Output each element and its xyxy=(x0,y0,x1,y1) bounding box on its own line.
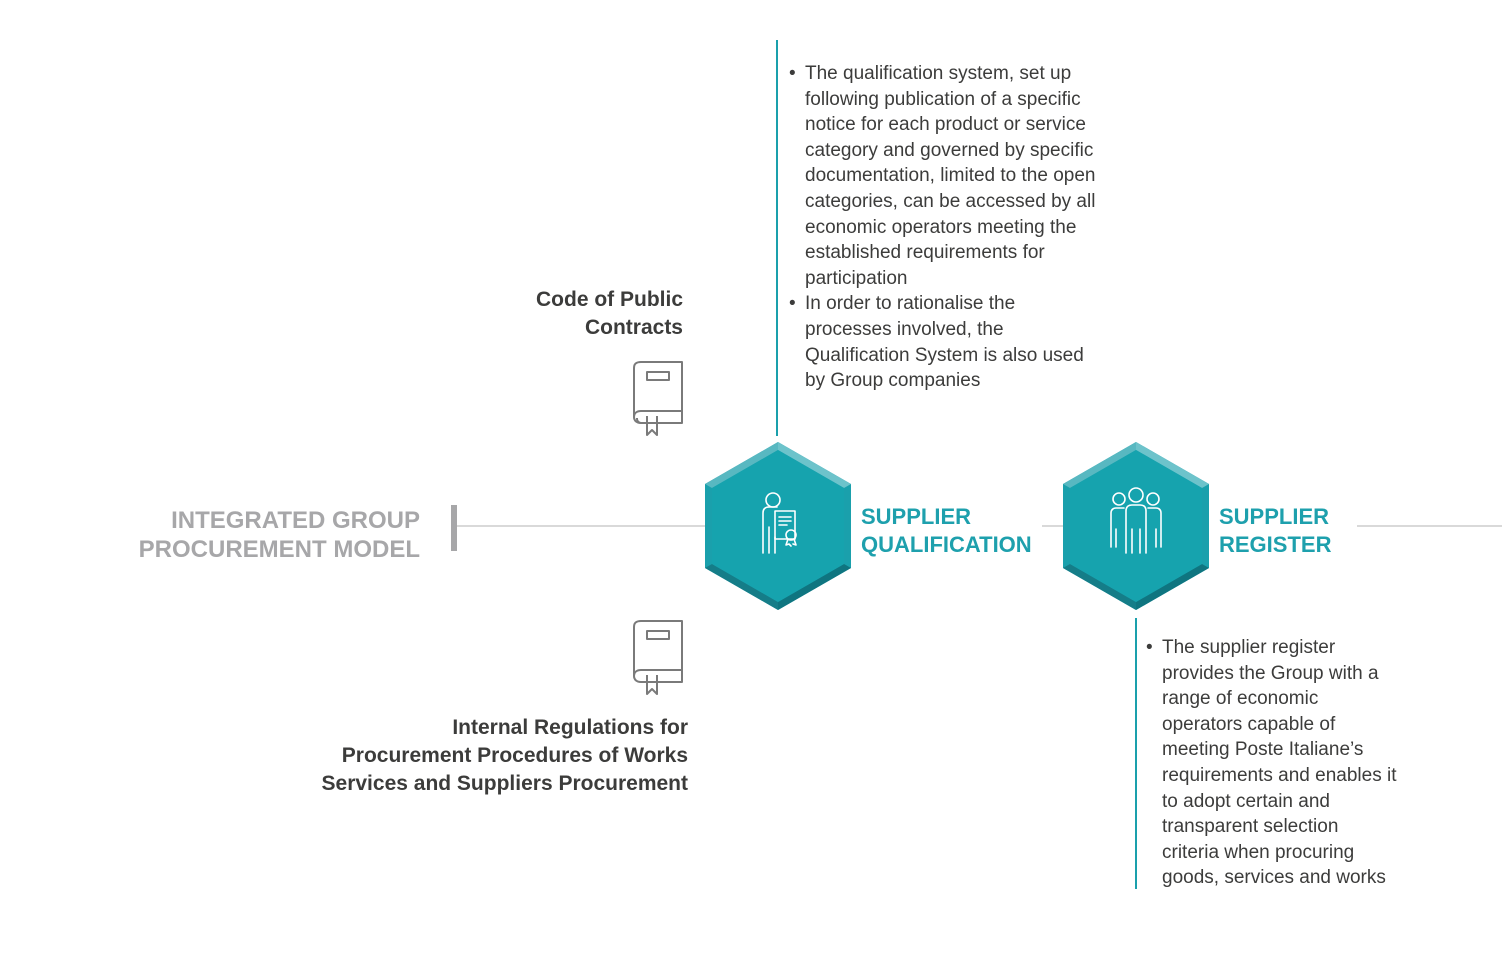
book-icon xyxy=(633,620,683,695)
doc-title-line: Internal Regulations for xyxy=(452,716,688,739)
supplier-qualification-hexagon xyxy=(705,442,851,610)
register-bullet-list: The supplier register provides the Group… xyxy=(1146,635,1398,891)
supplier-register-label: SUPPLIER REGISTER xyxy=(1219,503,1379,559)
supplier-register-hexagon xyxy=(1063,442,1209,610)
list-item: In order to rationalise the processes in… xyxy=(789,291,1101,393)
doc-title-line: Code of Public xyxy=(536,288,683,311)
group-of-people-icon xyxy=(1110,487,1162,554)
book-icon xyxy=(633,361,683,436)
node-label-line: SUPPLIER xyxy=(1219,504,1330,529)
person-certificate-icon xyxy=(762,492,797,554)
model-marker-bar xyxy=(451,505,457,551)
model-label-line: INTEGRATED GROUP xyxy=(171,507,420,534)
list-item: The supplier register provides the Group… xyxy=(1146,635,1398,891)
doc-title-line: Procurement Procedures of Works xyxy=(341,744,688,767)
model-label-line: PROCUREMENT MODEL xyxy=(138,536,420,563)
code-of-public-contracts-title: Code of Public Contracts xyxy=(380,286,683,342)
supplier-qualification-label: SUPPLIER QUALIFICATION xyxy=(861,503,1051,559)
doc-title-line: Contracts xyxy=(584,316,683,339)
node-label-line: QUALIFICATION xyxy=(861,532,1032,557)
doc-title-line: Services and Suppliers Procurement xyxy=(321,772,688,795)
qualification-bullet-list: The qualification system, set up followi… xyxy=(789,61,1101,394)
node-label-line: SUPPLIER xyxy=(861,504,972,529)
node-label-line: REGISTER xyxy=(1219,532,1332,557)
list-item: The qualification system, set up followi… xyxy=(789,61,1101,291)
model-label: INTEGRATED GROUP PROCUREMENT MODEL xyxy=(60,506,420,564)
internal-regulations-title: Internal Regulations for Procurement Pro… xyxy=(240,714,688,798)
